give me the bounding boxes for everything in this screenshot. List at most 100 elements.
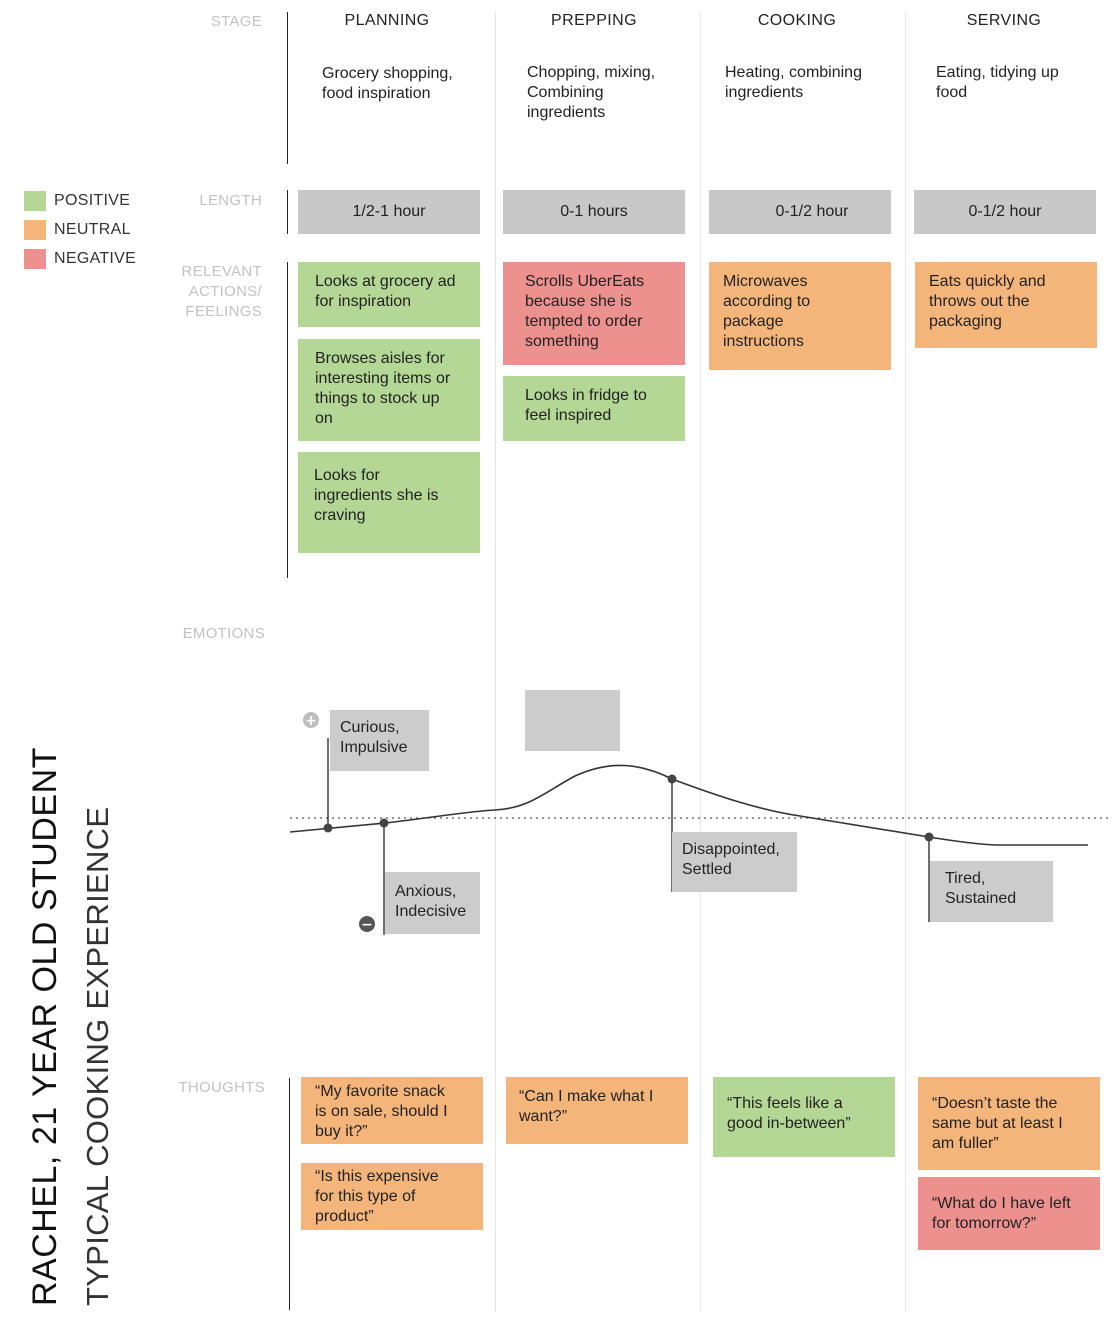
description-line: food bbox=[936, 84, 968, 101]
thought-card: “Is this expensive for this type of prod… bbox=[301, 1163, 483, 1230]
minus-symbol: − bbox=[361, 917, 373, 933]
card-line: buy it?” bbox=[315, 1123, 368, 1140]
thought-card: “My favorite snack is on sale, should I … bbox=[301, 1077, 483, 1144]
card-line: “My favorite snack bbox=[315, 1083, 445, 1100]
row-label-line: FEELINGS bbox=[185, 303, 262, 320]
row-label-actions: RELEVANT ACTIONS/ FEELINGS bbox=[150, 262, 262, 322]
stage-description-planning: Grocery shopping, food inspiration bbox=[322, 64, 453, 104]
plus-symbol: + bbox=[305, 713, 317, 729]
curve-point-anxious bbox=[379, 818, 389, 828]
stage-description-prepping: Chopping, mixing, Combining ingredients bbox=[527, 63, 655, 123]
length-cooking: 0-1/2 hour bbox=[709, 190, 891, 234]
thought-card: “This feels like a good in-between” bbox=[713, 1077, 895, 1157]
stage-divider bbox=[287, 12, 288, 164]
card-line: “Can I make what I bbox=[519, 1088, 654, 1105]
description-line: Eating, tidying up bbox=[936, 64, 1059, 81]
card-line: Looks in fridge to bbox=[525, 387, 647, 404]
thought-card: “What do I have left for tomorrow?” bbox=[918, 1177, 1100, 1250]
emotion-line: Impulsive bbox=[340, 739, 408, 756]
emotion-line: Disappointed, bbox=[682, 841, 780, 858]
card-line: craving bbox=[314, 507, 366, 524]
action-card: Looks at grocery ad for inspiration bbox=[298, 262, 480, 327]
action-card: Eats quickly and throws out the packagin… bbox=[915, 262, 1097, 348]
description-line: Grocery shopping, bbox=[322, 65, 453, 82]
card-line: things to stock up bbox=[315, 390, 440, 407]
card-line: Looks at grocery ad bbox=[315, 273, 456, 290]
length-planning: 1/2-1 hour bbox=[298, 190, 480, 234]
plus-icon bbox=[303, 712, 319, 728]
row-label-line: ACTIONS/ bbox=[188, 283, 262, 300]
row-label-stage: STAGE bbox=[210, 13, 262, 30]
card-line: because she is bbox=[525, 293, 632, 310]
action-card: Looks for ingredients she is craving bbox=[298, 452, 480, 553]
thought-card: “Doesn’t taste the same but at least I a… bbox=[918, 1077, 1100, 1170]
emotion-line: Curious, bbox=[340, 719, 400, 736]
card-line: throws out the bbox=[929, 293, 1030, 310]
legend-label: NEGATIVE bbox=[54, 250, 137, 267]
card-line: good in-between” bbox=[727, 1115, 851, 1132]
description-line: Chopping, mixing, bbox=[527, 64, 656, 81]
actions-divider bbox=[287, 262, 288, 578]
length-divider bbox=[287, 190, 288, 234]
legend-label: POSITIVE bbox=[54, 192, 131, 209]
action-card: Looks in fridge to feel inspired bbox=[503, 376, 685, 441]
card-line: same but at least I bbox=[932, 1115, 1063, 1132]
positive-swatch bbox=[24, 191, 46, 211]
card-line: is on sale, should I bbox=[315, 1103, 448, 1120]
legend-neutral: NEUTRAL bbox=[24, 220, 131, 240]
description-line: Heating, combining bbox=[725, 64, 862, 81]
thoughts-divider bbox=[289, 1078, 290, 1310]
legend-positive: POSITIVE bbox=[24, 191, 130, 211]
emotion-label-tired: Tired, Sustained bbox=[930, 861, 1053, 922]
curve-point-tired bbox=[924, 832, 934, 842]
card-line: feel inspired bbox=[525, 407, 612, 424]
card-line: for this type of bbox=[315, 1188, 416, 1205]
curve-point-curious bbox=[323, 823, 333, 833]
stage-header-cooking: COOKING bbox=[757, 12, 837, 29]
card-line: Microwaves bbox=[723, 273, 808, 290]
card-line: instructions bbox=[723, 333, 804, 350]
card-line: for tomorrow?” bbox=[932, 1215, 1037, 1232]
card-line: interesting items or bbox=[315, 370, 451, 387]
stage-description-cooking: Heating, combining ingredients bbox=[725, 63, 862, 103]
legend-negative: NEGATIVE bbox=[24, 249, 136, 269]
card-line: on bbox=[315, 410, 333, 427]
negative-swatch bbox=[24, 249, 46, 269]
card-line: package bbox=[723, 313, 784, 330]
neutral-swatch bbox=[24, 220, 46, 240]
emotion-line: Indecisive bbox=[395, 903, 467, 920]
column-gridline bbox=[905, 12, 906, 1312]
emotion-label-curious: Curious, Impulsive bbox=[330, 710, 429, 771]
emotion-line: Anxious, bbox=[395, 883, 457, 900]
card-line: according to bbox=[723, 293, 811, 310]
card-line: “Is this expensive bbox=[315, 1168, 439, 1185]
row-label-length: LENGTH bbox=[199, 192, 262, 209]
thought-card: “Can I make what I want?” bbox=[506, 1077, 688, 1144]
card-line: Scrolls UberEats bbox=[525, 273, 645, 290]
legend-label: NEUTRAL bbox=[54, 221, 131, 238]
card-line: Browses aisles for bbox=[315, 350, 445, 367]
action-card: Microwaves according to package instruct… bbox=[709, 262, 891, 370]
action-card: Scrolls UberEats because she is tempted … bbox=[503, 262, 685, 365]
description-line: Combining bbox=[527, 84, 604, 101]
column-gridline bbox=[495, 12, 496, 1312]
emotion-line: Settled bbox=[682, 861, 732, 878]
description-line: ingredients bbox=[527, 104, 606, 121]
minus-icon bbox=[359, 916, 375, 932]
stage-description-serving: Eating, tidying up food bbox=[936, 63, 1059, 103]
card-line: “What do I have left bbox=[932, 1195, 1071, 1212]
card-line: want?” bbox=[519, 1108, 568, 1125]
description-line: ingredients bbox=[725, 84, 804, 101]
row-label-thoughts: THOUGHTS bbox=[178, 1079, 265, 1096]
curve-point-disappointed bbox=[667, 774, 677, 784]
card-line: tempted to order bbox=[525, 313, 643, 330]
action-card: Browses aisles for interesting items or … bbox=[298, 339, 480, 441]
emotion-label-disappointed: Disappointed, Settled bbox=[672, 832, 797, 892]
stage-header-serving: SERVING bbox=[966, 12, 1042, 29]
card-line: for inspiration bbox=[315, 293, 412, 310]
card-line: “This feels like a bbox=[727, 1095, 843, 1112]
card-line: something bbox=[525, 333, 599, 350]
card-line: am fuller” bbox=[932, 1135, 999, 1152]
column-gridline bbox=[700, 12, 701, 1312]
